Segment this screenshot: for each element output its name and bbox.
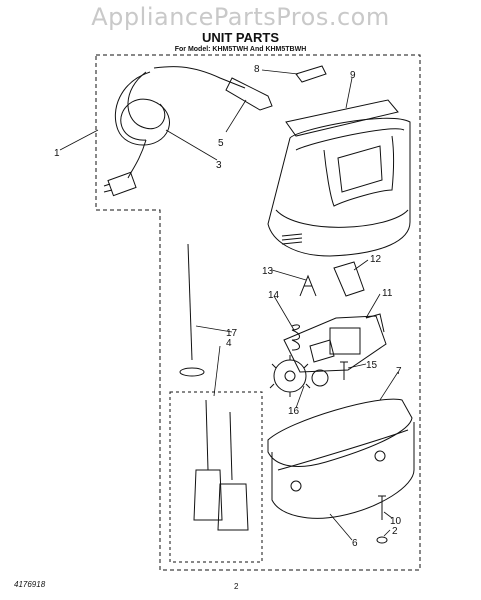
callout-8: 8 (254, 64, 260, 75)
callout-2: 2 (392, 526, 398, 537)
callout-11: 11 (382, 288, 393, 299)
callout-17: 17 (226, 328, 238, 339)
page-number: 2 (234, 582, 239, 591)
diagram-title: UNIT PARTS (201, 30, 280, 45)
callout-14: 14 (268, 290, 280, 301)
callout-5: 5 (218, 138, 224, 149)
motor-bracket (333, 261, 365, 297)
callout-13: 13 (262, 266, 274, 277)
beaters-box (169, 391, 263, 563)
callout-1: 1 (54, 148, 60, 159)
fan-gear (269, 355, 329, 397)
watermark: AppliancePartsPros.com (91, 3, 390, 31)
spring (291, 324, 300, 351)
callout-9: 9 (350, 70, 356, 81)
diagram-subtitle: For Model: KHM5TWH And KHM5TBWH (174, 46, 307, 53)
callout-3: 3 (216, 160, 222, 171)
frame-outline (95, 54, 421, 571)
screw (340, 361, 348, 380)
callout-6: 6 (352, 538, 358, 549)
callout-12: 12 (370, 254, 382, 265)
foot (376, 536, 388, 544)
speed-switch-button (295, 65, 327, 83)
leader-lines (59, 69, 399, 541)
whisk (179, 243, 205, 377)
base-screw (378, 495, 386, 520)
callout-7: 7 (396, 366, 402, 377)
callout-15: 15 (366, 360, 378, 371)
callout-4: 4 (226, 338, 232, 349)
doc-number: 4176918 (14, 580, 46, 589)
beaters (193, 399, 249, 531)
power-cord (103, 66, 273, 197)
callout-16: 16 (288, 406, 300, 417)
bottom-housing (267, 398, 415, 519)
switch-fork (299, 274, 317, 297)
housing-top-cover (285, 99, 399, 137)
callout-labels: 1 2 3 4 5 6 7 8 9 10 11 12 13 14 15 16 1… (54, 64, 402, 549)
callout-10: 10 (390, 516, 402, 527)
motor-assembly (283, 313, 387, 373)
housing-body (267, 117, 411, 257)
